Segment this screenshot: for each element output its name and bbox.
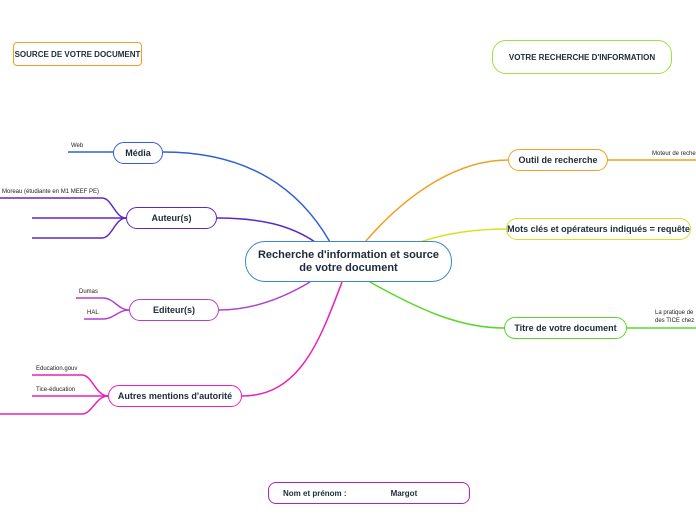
central-topic-line1: Recherche d'information et source — [257, 248, 440, 261]
source-header-label: SOURCE DE VOTRE DOCUMENT — [14, 49, 141, 59]
name-node[interactable]: Nom et prénom : Margot — [268, 482, 470, 504]
link-leaf-autre-3 — [0, 395, 109, 415]
link-outil — [364, 159, 509, 243]
branch-titre-label: Titre de votre document — [514, 323, 617, 333]
source-header[interactable]: SOURCE DE VOTRE DOCUMENT — [13, 42, 142, 66]
branch-outil-label: Outil de recherche — [518, 155, 598, 165]
branch-autres[interactable]: Autres mentions d'autorité — [108, 385, 242, 407]
recherche-header-label: VOTRE RECHERCHE D'INFORMATION — [508, 52, 656, 62]
link-titre — [369, 281, 505, 329]
leaf-auteur-moreau[interactable]: Moreau (étudiante en M1 MEEF PE) — [2, 189, 100, 195]
branch-media-label: Média — [125, 148, 151, 158]
link-mots — [419, 228, 507, 243]
branch-auteurs-label: Auteur(s) — [151, 213, 192, 223]
link-leaf-auteur-3 — [32, 217, 127, 239]
leaf-web[interactable]: Web — [71, 143, 84, 149]
leaf-tice-education[interactable]: Tice-éducation — [36, 387, 76, 393]
link-leaf-edu — [32, 374, 109, 397]
link-autres — [241, 281, 343, 397]
branch-autres-label: Autres mentions d'autorité — [117, 391, 233, 401]
branch-editeurs-label: Editeur(s) — [152, 305, 195, 315]
branch-mots[interactable]: Mots clés et opérateurs indiqués = requê… — [506, 218, 691, 240]
leaf-dumas[interactable]: Dumas — [79, 289, 99, 295]
branch-editeurs[interactable]: Editeur(s) — [129, 299, 219, 321]
leaf-pratique-1[interactable]: La pratique de — [655, 310, 694, 316]
branch-mots-label: Mots clés et opérateurs indiqués = requê… — [507, 224, 690, 234]
leaf-education-gouv[interactable]: Education.gouv — [36, 366, 78, 372]
link-editeurs — [218, 281, 311, 311]
name-value: Margot — [390, 488, 418, 498]
central-topic[interactable]: Recherche d'information et source de vot… — [245, 241, 452, 282]
link-auteurs — [216, 217, 316, 243]
branch-titre[interactable]: Titre de votre document — [504, 317, 627, 339]
link-media — [162, 151, 331, 243]
leaf-pratique-2[interactable]: des TICE chez — [655, 318, 695, 324]
branch-outil[interactable]: Outil de recherche — [508, 149, 608, 171]
branch-media[interactable]: Média — [113, 142, 163, 164]
name-label: Nom et prénom : — [283, 488, 347, 498]
link-leaf-dumas — [76, 297, 130, 311]
link-leaf-auteur-1 — [0, 197, 127, 219]
recherche-header[interactable]: VOTRE RECHERCHE D'INFORMATION — [492, 40, 672, 74]
leaf-moteur[interactable]: Moteur de reche — [652, 151, 696, 157]
leaf-hal[interactable]: HAL — [87, 310, 99, 316]
link-leaf-hal — [84, 309, 130, 320]
central-topic-line2: de votre document — [299, 261, 398, 274]
branch-auteurs[interactable]: Auteur(s) — [126, 207, 217, 229]
